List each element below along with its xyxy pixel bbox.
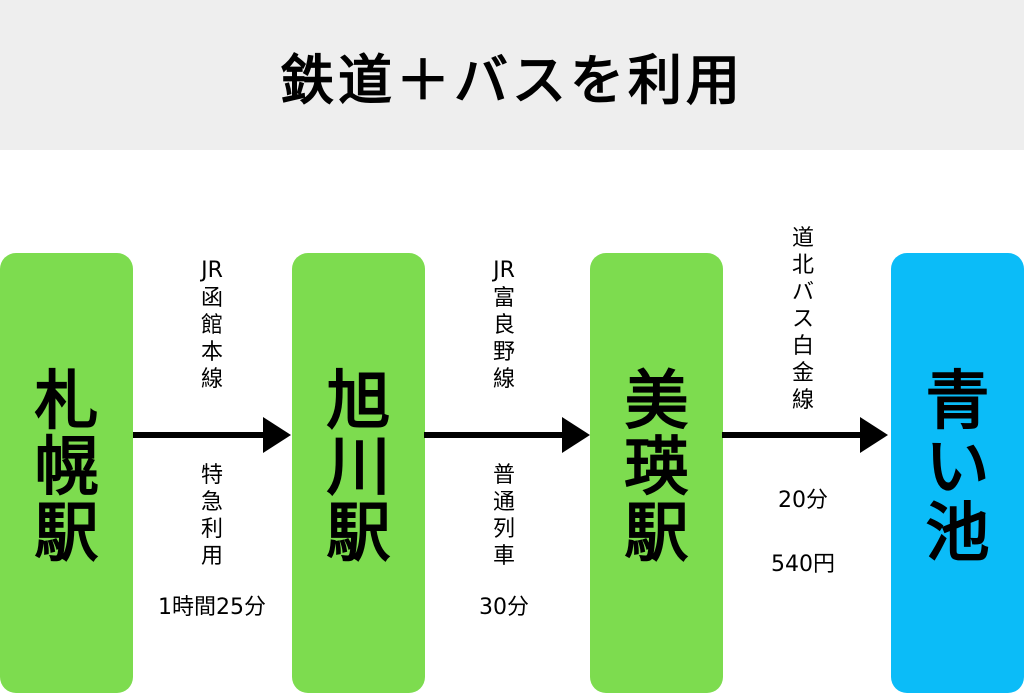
station-name: 旭川駅 <box>326 365 391 571</box>
destination-aoiike: 青い池 <box>891 253 1024 693</box>
leg2-time: 30分 <box>479 595 529 620</box>
leg1-operator: JR <box>201 258 223 283</box>
leg1-line: 函館本線 <box>201 286 224 392</box>
station-asahikawa: 旭川駅 <box>292 253 425 693</box>
arrow-2 <box>424 417 590 453</box>
leg2-service: 普通列車 <box>493 463 516 569</box>
destination-name: 青い池 <box>925 365 990 571</box>
leg3-time: 20分 <box>778 488 828 513</box>
arrow-3 <box>722 417 890 453</box>
header: 鉄道＋バスを利用 <box>0 0 1024 150</box>
station-name: 美瑛駅 <box>624 365 689 571</box>
leg1-time: 1時間25分 <box>158 595 266 620</box>
leg2-operator: JR <box>493 258 515 283</box>
arrow-1 <box>133 417 291 453</box>
station-biei: 美瑛駅 <box>590 253 723 693</box>
leg2-line: 富良野線 <box>493 286 516 392</box>
leg3-line: 道北バス白金線 <box>792 226 815 413</box>
station-sapporo: 札幌駅 <box>0 253 133 693</box>
leg3-fare: 540円 <box>771 552 835 577</box>
page-title: 鉄道＋バスを利用 <box>280 48 744 112</box>
station-name: 札幌駅 <box>34 365 99 571</box>
leg1-service: 特急利用 <box>201 463 224 569</box>
